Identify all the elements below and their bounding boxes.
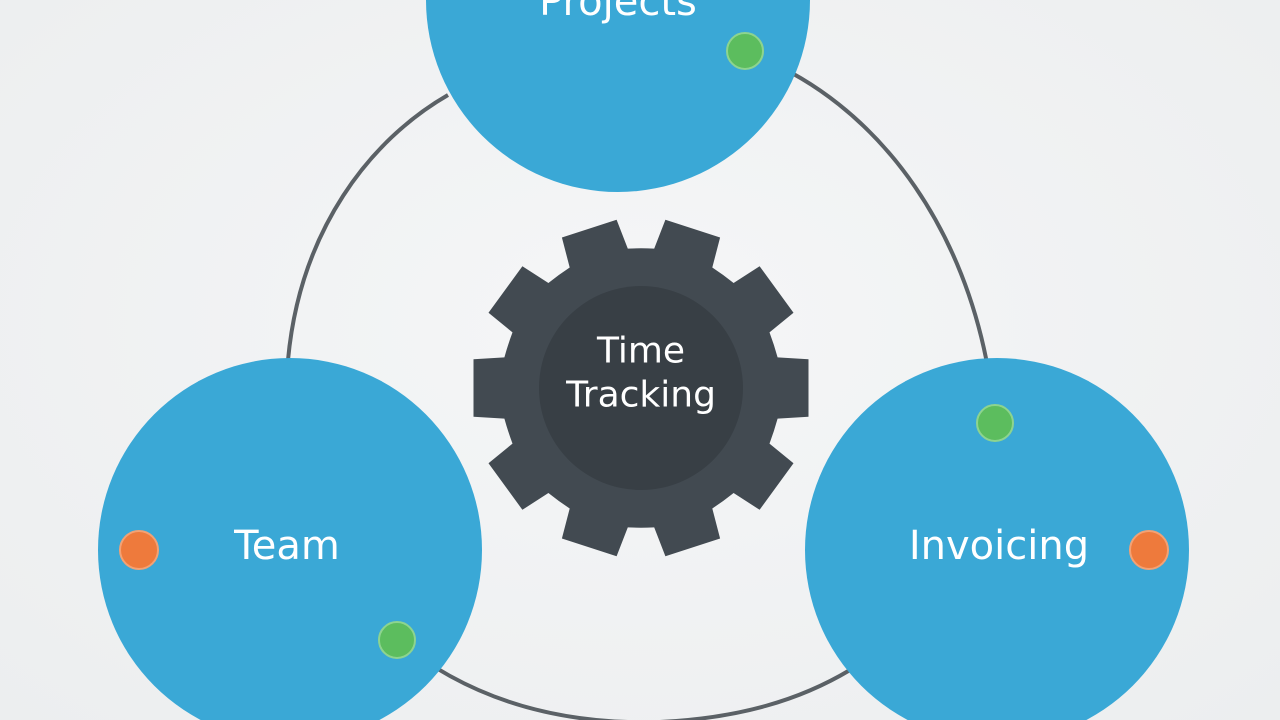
connector-team-invoicing [395,638,852,720]
hub-time-tracking: Time Tracking [473,219,809,557]
node-invoicing-label: Invoicing [909,523,1089,569]
dot-invoicing-green [976,404,1014,442]
node-projects-circle [426,0,810,192]
dot-team-green [378,621,416,659]
node-invoicing: Invoicing [805,358,1189,720]
gear-center-disc [539,286,743,490]
node-projects-label: Projects [539,0,697,25]
node-team-label: Team [233,523,340,569]
connector-team-projects [286,93,450,361]
dot-projects-green [726,32,764,70]
dot-team-orange [119,530,159,570]
node-invoicing-circle [805,358,1189,720]
hub-label-line2: Tracking [565,375,716,416]
node-projects: Projects [426,0,810,192]
hub-label-line1: Time [596,331,685,372]
connector-projects-invoicing [744,50,997,423]
dot-invoicing-orange [1129,530,1169,570]
